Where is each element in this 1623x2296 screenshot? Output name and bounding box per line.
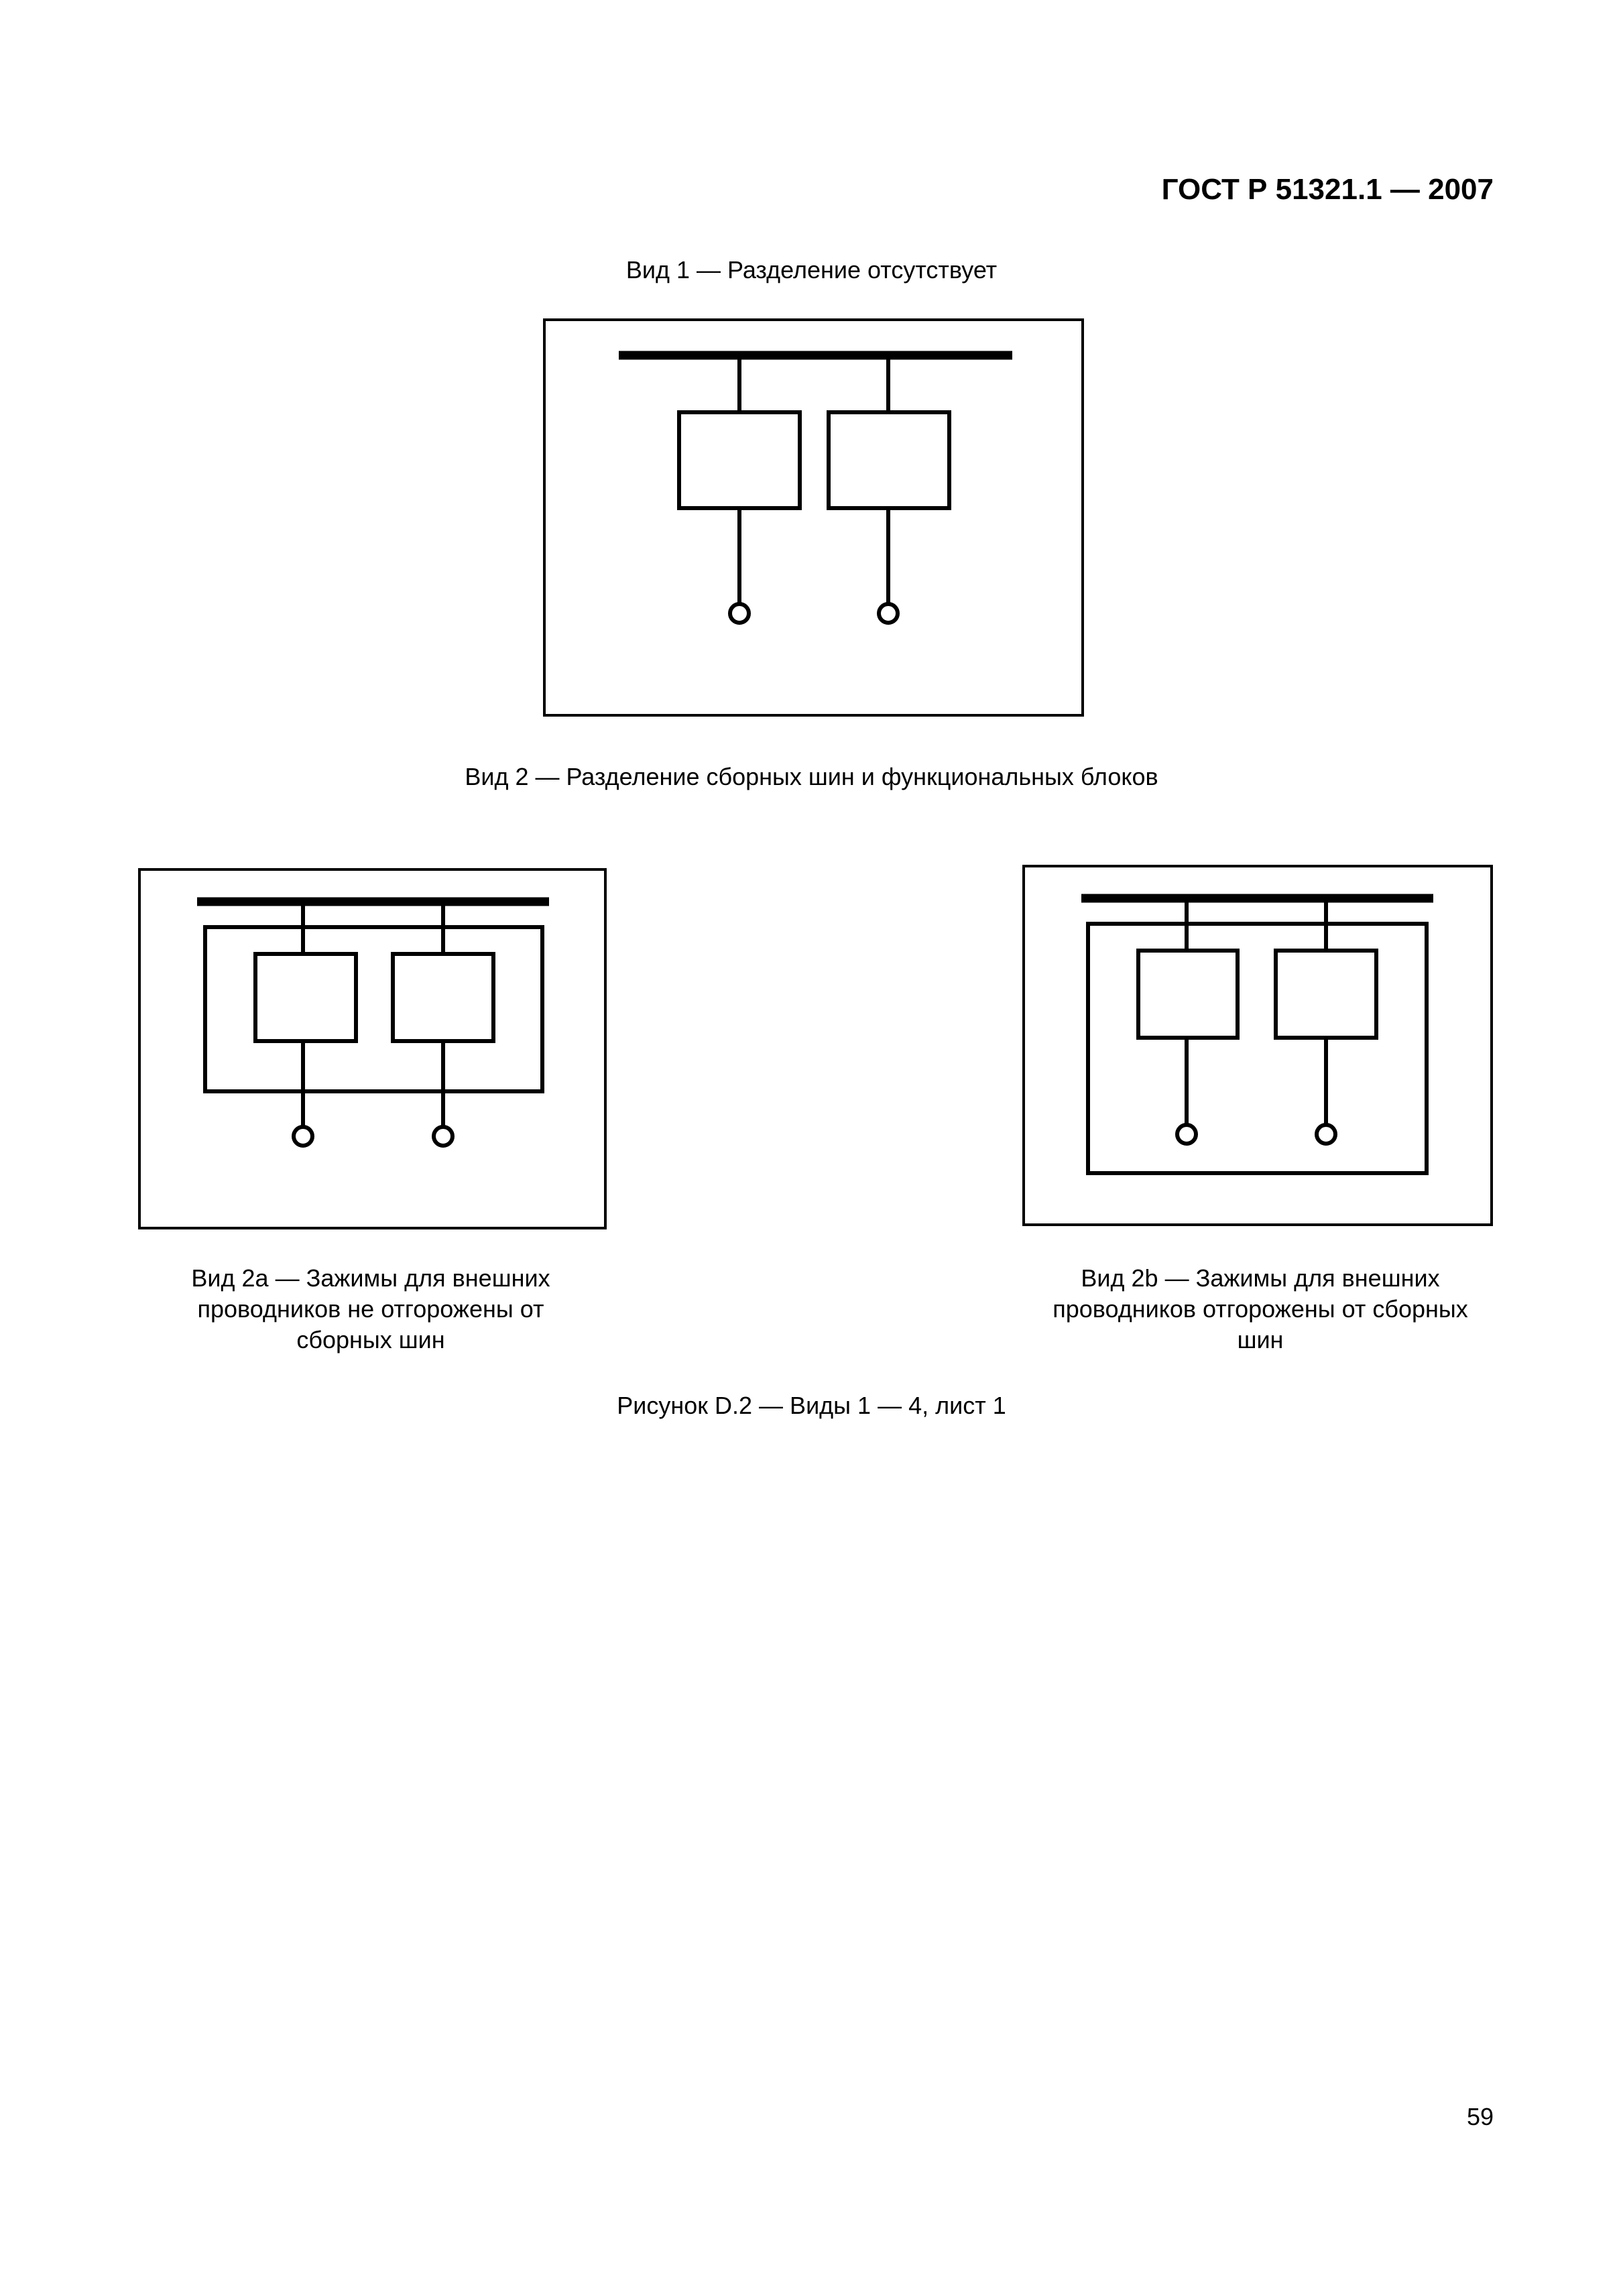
view1-terminal-1 (728, 602, 751, 625)
view1-functional-unit-2 (827, 410, 951, 510)
view1-frame (543, 318, 1084, 717)
view2a-terminal-2 (432, 1125, 455, 1148)
view2a-diagram (138, 868, 607, 1229)
view1-functional-unit-1 (677, 410, 802, 510)
document-header: ГОСТ Р 51321.1 — 2007 (1161, 173, 1494, 206)
figure-caption: Рисунок D.2 — Виды 1 — 4, лист 1 (617, 1392, 1006, 1419)
view2b-terminal-2 (1315, 1123, 1337, 1146)
view2a-caption: Вид 2a — Зажимы для внешних проводников … (191, 1264, 550, 1353)
view2b-partition (1086, 922, 1429, 1175)
view2b-frame (1022, 865, 1493, 1226)
view2a-terminal-1 (292, 1125, 314, 1148)
view2b-caption: Вид 2b — Зажимы для внешних проводников … (1053, 1264, 1468, 1353)
view2-caption: Вид 2 — Разделение сборных шин и функцио… (465, 763, 1158, 790)
view2b-functional-unit-1 (1136, 949, 1240, 1040)
view1-diagram (543, 318, 1084, 717)
view2a-frame (138, 868, 607, 1229)
view2a-functional-unit-1 (253, 952, 358, 1043)
view1-caption: Вид 1 — Разделение отсутствует (625, 256, 998, 284)
view2a-partition (203, 925, 544, 1093)
view2b-functional-unit-2 (1274, 949, 1378, 1040)
view2b-terminal-1 (1175, 1123, 1198, 1146)
view2b-diagram (1022, 865, 1493, 1226)
page-number: 59 (1466, 2103, 1494, 2130)
view1-terminal-2 (877, 602, 900, 625)
view2a-functional-unit-2 (391, 952, 495, 1043)
